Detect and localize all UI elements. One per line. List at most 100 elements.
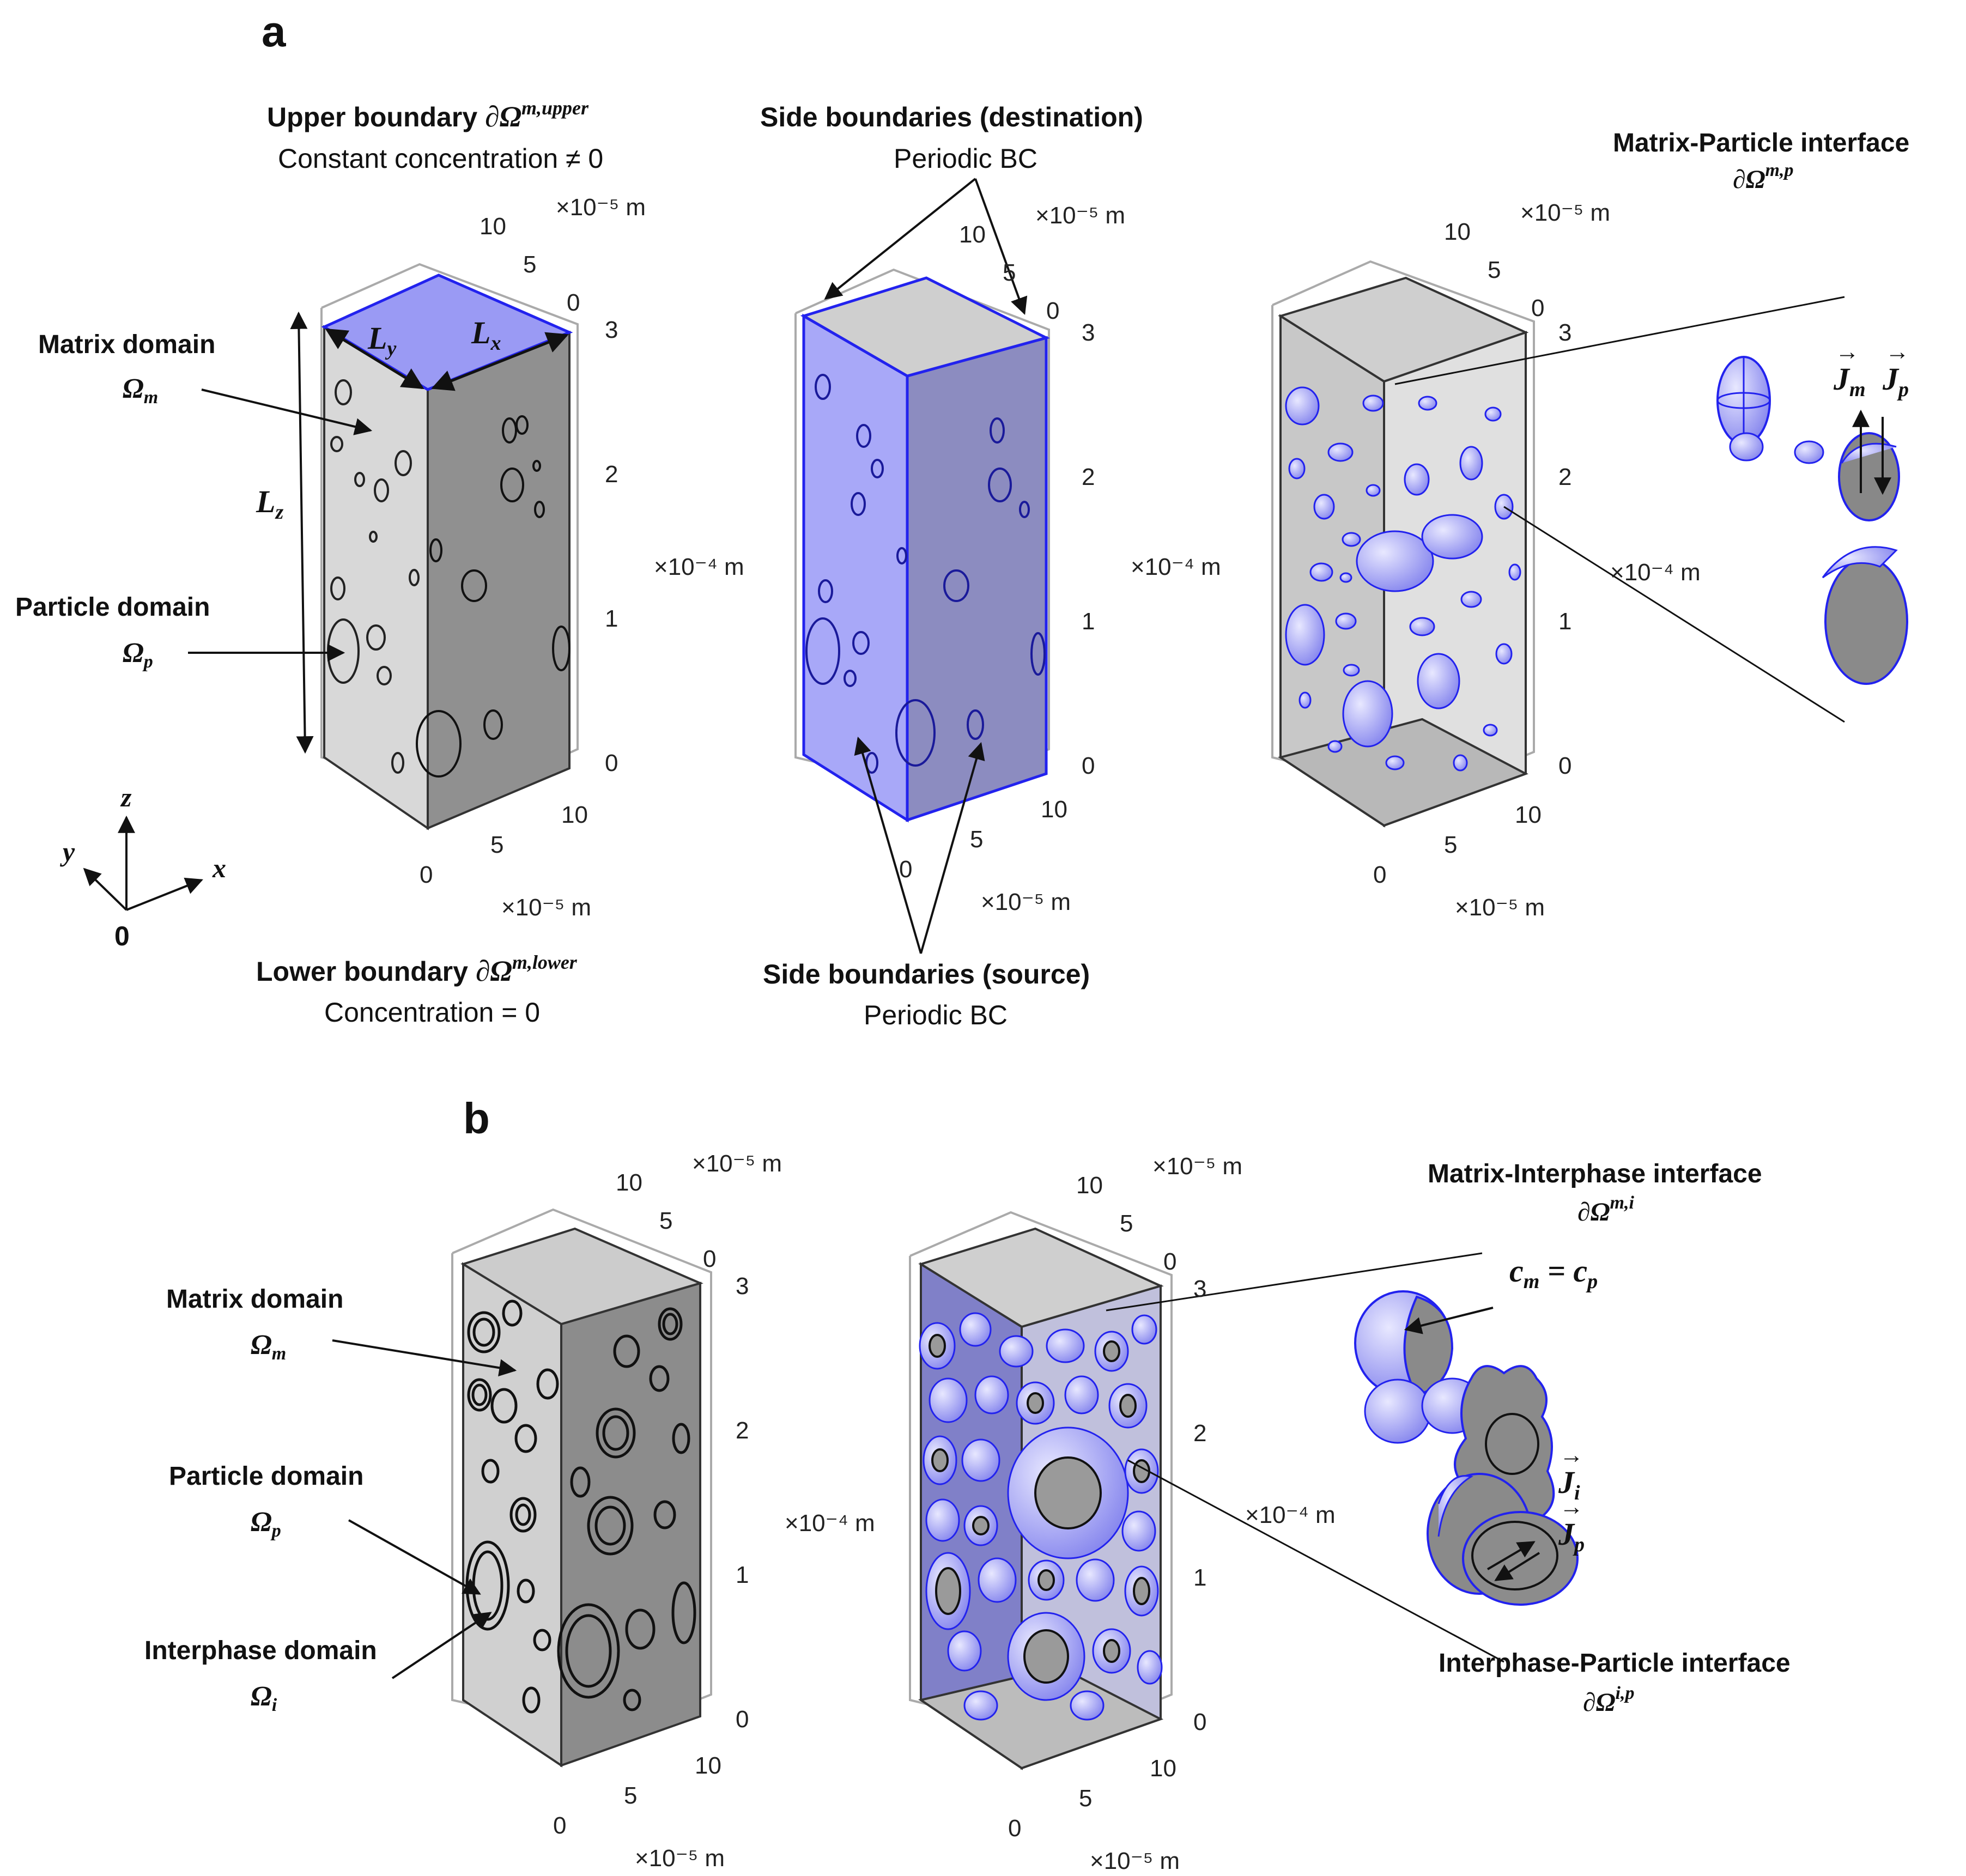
matrix-domain-math-a: Ωm: [123, 373, 158, 408]
side-boundary-right: [906, 336, 1048, 822]
upper-boundary-sub: Constant concentration ≠ 0: [278, 143, 603, 174]
bottom-unit-b1: ×10⁻⁵ m: [635, 1845, 725, 1872]
lower-boundary-sub: Concentration = 0: [324, 997, 540, 1028]
vert-tick-a1-0: 3: [605, 317, 618, 343]
Jm-vector-arrow: →: [1835, 338, 1859, 365]
Ji-label: Ji: [1558, 1465, 1580, 1504]
Jp-label-b: Jp: [1558, 1516, 1585, 1556]
vert-tick-a3-3: 0: [1558, 752, 1571, 779]
particle-outlines-a1-right: [416, 415, 571, 778]
axis-x-label: x: [212, 853, 226, 883]
vert-tick-a1-3: 0: [605, 750, 618, 776]
top-tick-a3-2: 0: [1531, 295, 1544, 321]
side-unit-a3-right: ×10⁻⁴ m: [1610, 559, 1701, 586]
matrix-domain-label-a: Matrix domain: [38, 330, 215, 359]
box-a1: [290, 263, 579, 830]
vert-tick-a3-0: 3: [1558, 319, 1571, 346]
bottom-tick-b1-2: 0: [553, 1812, 566, 1839]
mp-interface-title: Matrix-Particle interface: [1613, 129, 1909, 157]
vert-tick-a2-2: 1: [1082, 608, 1095, 635]
vert-tick-b2-0: 3: [1193, 1276, 1206, 1302]
top-tick-a1-1: 5: [523, 251, 536, 278]
axis-y-label: y: [60, 836, 75, 867]
top-unit-a3: ×10⁻⁵ m: [1520, 199, 1610, 226]
particle-domain-math-a: Ωp: [123, 638, 153, 672]
bottom-tick-b2-2: 0: [1008, 1815, 1021, 1842]
vert-tick-b1-0: 3: [736, 1273, 749, 1300]
bottom-unit-a2: ×10⁻⁵ m: [981, 889, 1071, 915]
interphase-outlines-b1: [465, 1300, 696, 1714]
bottom-tick-a2-1: 5: [970, 826, 983, 853]
Jm-label: Jm: [1833, 361, 1866, 401]
lower-boundary-title: Lower boundary ∂Ωm,lower: [256, 951, 578, 987]
vert-tick-a1-2: 1: [605, 605, 618, 632]
vert-tick-b1-2: 1: [736, 1562, 749, 1588]
vert-tick-b1-1: 2: [736, 1417, 749, 1444]
box-b1: [451, 1208, 712, 1768]
Ji-vector-arrow: →: [1560, 1442, 1583, 1468]
panel-letter-b: b: [463, 1094, 490, 1143]
top-tick-a2-1: 5: [1003, 259, 1016, 286]
Jp-vector-arrow-b: →: [1560, 1493, 1583, 1520]
Lx-label: Lx: [471, 315, 501, 355]
vert-tick-b2-3: 0: [1193, 1709, 1206, 1735]
particle-domain-label-a: Particle domain: [15, 593, 210, 622]
top-unit-b2: ×10⁻⁵ m: [1152, 1153, 1242, 1180]
box-b2: [909, 1211, 1173, 1770]
top-tick-a1-2: 0: [567, 289, 580, 316]
top-unit-a1: ×10⁻⁵ m: [556, 194, 646, 221]
bottom-tick-a2-0: 10: [1041, 796, 1067, 823]
mi-interface-math: ∂Ωm,i: [1577, 1193, 1634, 1227]
particle-cores-b2: [929, 1334, 1150, 1684]
side-src-title: Side boundaries (source): [763, 959, 1090, 989]
side-unit-a3: ×10⁻⁴ m: [1131, 554, 1221, 580]
bottom-tick-b2-1: 5: [1079, 1785, 1092, 1812]
top-tick-b1-2: 0: [703, 1246, 716, 1272]
top-tick-b2-1: 5: [1120, 1210, 1133, 1237]
bottom-tick-a3-0: 10: [1515, 802, 1542, 828]
particle-outlines-a2: [805, 374, 1046, 774]
vert-tick-b1-3: 0: [736, 1706, 749, 1733]
Jp-label-a: Jp: [1882, 361, 1909, 401]
upper-boundary-title: Upper boundary ∂Ωm,upper: [267, 97, 589, 133]
bottom-unit-a3: ×10⁻⁵ m: [1455, 894, 1545, 921]
top-tick-a2-2: 0: [1046, 298, 1059, 324]
panel-letter-a: a: [262, 7, 286, 56]
side-unit-a2: ×10⁻⁴ m: [654, 554, 744, 580]
top-face-a2: [800, 276, 1050, 378]
bottom-tick-b1-1: 5: [624, 1782, 637, 1809]
vert-tick-b2-2: 1: [1193, 1564, 1206, 1591]
vert-tick-a2-0: 3: [1082, 319, 1095, 346]
bottom-tick-b2-0: 10: [1150, 1755, 1176, 1782]
continuity-equation: cm = cp: [1509, 1253, 1598, 1293]
mp-interface-math: ∂Ωm,p: [1733, 160, 1793, 194]
interphase-domain-label-b: Interphase domain: [144, 1636, 377, 1665]
matrix-domain-label-b: Matrix domain: [166, 1285, 343, 1314]
axes-triad: z y x 0: [60, 782, 226, 951]
top-tick-b2-0: 10: [1076, 1172, 1103, 1199]
origin-label: 0: [114, 921, 130, 951]
particle-detail-a: [1716, 356, 1908, 685]
top-tick-b1-1: 5: [659, 1207, 672, 1234]
top-tick-b1-0: 10: [616, 1169, 642, 1196]
top-unit-a2: ×10⁻⁵ m: [1035, 202, 1125, 229]
interphase-domain-math-b: Ωi: [251, 1681, 277, 1715]
top-tick-a1-0: 10: [480, 213, 506, 240]
matrix-domain-math-b: Ωm: [251, 1329, 286, 1364]
side-unit-b2-right: ×10⁻⁴ m: [1245, 1502, 1336, 1528]
Jp-vector-arrow-a: →: [1885, 338, 1909, 365]
bottom-tick-a3-2: 0: [1373, 861, 1386, 888]
top-tick-b2-2: 0: [1163, 1248, 1176, 1275]
vert-tick-a2-3: 0: [1082, 752, 1095, 779]
vert-tick-b2-1: 2: [1193, 1420, 1206, 1447]
top-tick-a3-0: 10: [1444, 218, 1471, 245]
vert-tick-a1-1: 2: [605, 461, 618, 488]
side-dest-title: Side boundaries (destination): [760, 102, 1143, 132]
side-unit-b2: ×10⁻⁴ m: [785, 1510, 875, 1537]
box-a2: [794, 268, 1050, 823]
particle-domain-math-b: Ωp: [251, 1507, 281, 1541]
particle-domain-label-b: Particle domain: [169, 1462, 363, 1491]
bottom-tick-a1-0: 10: [561, 802, 588, 828]
